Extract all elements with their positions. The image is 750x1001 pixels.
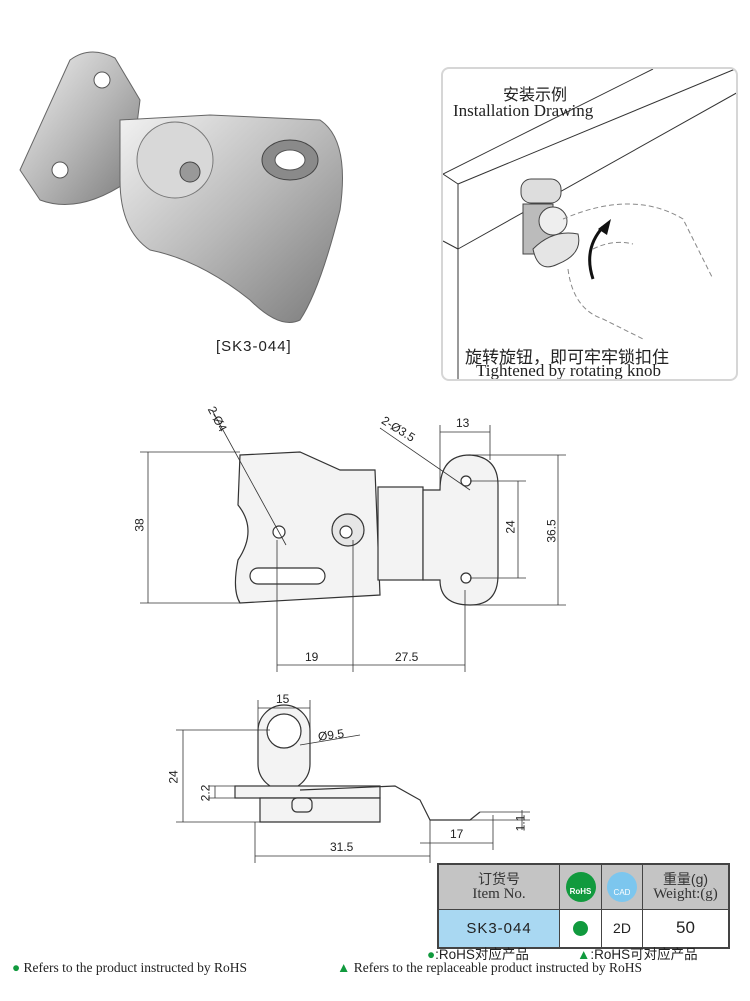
dim-length: 31.5 xyxy=(330,840,354,854)
dim-19: 19 xyxy=(305,650,319,664)
header-rohs: RoHS xyxy=(559,863,602,910)
green-dot-icon: ● xyxy=(12,960,24,975)
spec-table: 订货号 Item No. RoHS CAD 重量(g) Weight:(g) S… xyxy=(437,863,730,949)
legend-rohs-en: ● Refers to the product instructed by Ro… xyxy=(12,960,247,975)
rohs-icon: RoHS xyxy=(565,872,596,902)
dim-27-5: 27.5 xyxy=(395,650,419,664)
weight-cell: 50 xyxy=(642,909,730,948)
dim-sheet: 1.1 xyxy=(513,814,528,832)
header-weight: 重量(g) Weight:(g) xyxy=(642,863,730,910)
green-triangle-icon: ▲ xyxy=(337,960,354,975)
green-triangle-icon: ▲ xyxy=(577,947,591,962)
installation-drawing-panel: 安装示例 Installation Drawing 旋转旋钮，即可牢牢锁扣住 T… xyxy=(441,67,738,381)
installation-caption-cn: 旋转旋钮，即可牢牢锁扣住 xyxy=(465,348,669,367)
rohs-cell xyxy=(559,909,602,948)
dim-plate-height: 36.5 xyxy=(544,519,559,543)
dim-plate-width: 13 xyxy=(456,416,470,430)
installation-caption-en: Tightened by rotating knob xyxy=(476,361,661,380)
installation-title-cn: 安装示例 xyxy=(503,87,568,104)
rohs-dot-icon xyxy=(573,920,588,936)
dim-height-38: 38 xyxy=(132,518,147,532)
header-item-no: 订货号 Item No. xyxy=(437,863,560,910)
item-number-cell: SK3-044 xyxy=(437,909,560,948)
cad-cell: 2D xyxy=(601,909,643,948)
dim-side-height: 24 xyxy=(166,770,181,784)
dim-hook: 17 xyxy=(450,827,464,841)
dim-hole-spacing: 24 xyxy=(503,520,518,534)
header-cad: CAD xyxy=(601,863,643,910)
dim-thickness: 2.2 xyxy=(198,784,213,802)
legend-rohs-cn: ●:RoHS对应产品 xyxy=(427,947,529,962)
product-code-label: [SK3-044] xyxy=(216,338,292,355)
dim-ring-width: 15 xyxy=(276,692,290,706)
green-dot-icon: ● xyxy=(427,947,436,962)
legend-replace-en: ▲ Refers to the replaceable product inst… xyxy=(337,960,643,975)
installation-illustration xyxy=(443,69,736,379)
cad-icon: CAD xyxy=(607,872,637,902)
installation-title-en: Installation Drawing xyxy=(453,101,594,120)
legend-replace-cn: ▲:RoHS可对应产品 xyxy=(577,947,698,962)
product-photo xyxy=(19,51,343,323)
